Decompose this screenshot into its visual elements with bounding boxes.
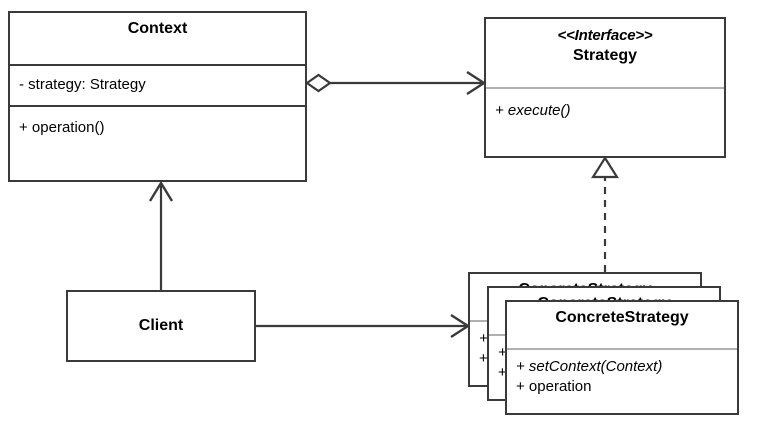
context-operation-operation: + operation() bbox=[19, 119, 105, 136]
strategy-class-name: Strategy bbox=[572, 46, 638, 64]
concretestrategy-front-operations-compartment: + setContext(Context) + operation bbox=[507, 348, 737, 413]
hollow-triangle-icon bbox=[591, 155, 619, 179]
context-class-name: Context bbox=[127, 20, 188, 37]
edge-context-strategy-aggregation bbox=[305, 70, 487, 96]
strategy-operation-execute: + execute() bbox=[495, 102, 571, 119]
open-arrow-icon bbox=[148, 180, 174, 202]
context-attribute-strategy: - strategy: Strategy bbox=[19, 76, 146, 93]
class-box-client[interactable]: Client bbox=[66, 290, 256, 362]
strategy-operations-compartment: + execute() bbox=[486, 87, 724, 156]
edge-client-concretestrategy-association bbox=[256, 313, 471, 339]
context-operations-compartment: + operation() bbox=[10, 105, 305, 180]
concretestrategy-front-class-name: ConcreteStrategy bbox=[555, 309, 689, 326]
concretestrategy-front-operation-setcontext: + setContext(Context) bbox=[516, 358, 663, 375]
edge-client-context-association bbox=[148, 180, 174, 290]
strategy-stereotype: <<Interface>> bbox=[557, 27, 653, 44]
hollow-diamond-icon bbox=[305, 73, 332, 93]
strategy-header: <<Interface>> Strategy bbox=[486, 19, 724, 87]
concretestrategy-front-operation-operation: + operation bbox=[516, 378, 592, 396]
edge-concretestrategy-strategy-realization bbox=[591, 155, 619, 272]
client-class-name: Client bbox=[138, 317, 184, 334]
class-box-concretestrategy-front[interactable]: ConcreteStrategy + setContext(Context) +… bbox=[505, 300, 739, 415]
class-box-context[interactable]: Context - strategy: Strategy + operation… bbox=[8, 11, 307, 182]
context-attributes-compartment: - strategy: Strategy bbox=[10, 64, 305, 105]
open-arrow-icon bbox=[450, 313, 471, 339]
open-arrow-icon bbox=[466, 70, 487, 96]
class-box-strategy[interactable]: <<Interface>> Strategy + execute() bbox=[484, 17, 726, 158]
